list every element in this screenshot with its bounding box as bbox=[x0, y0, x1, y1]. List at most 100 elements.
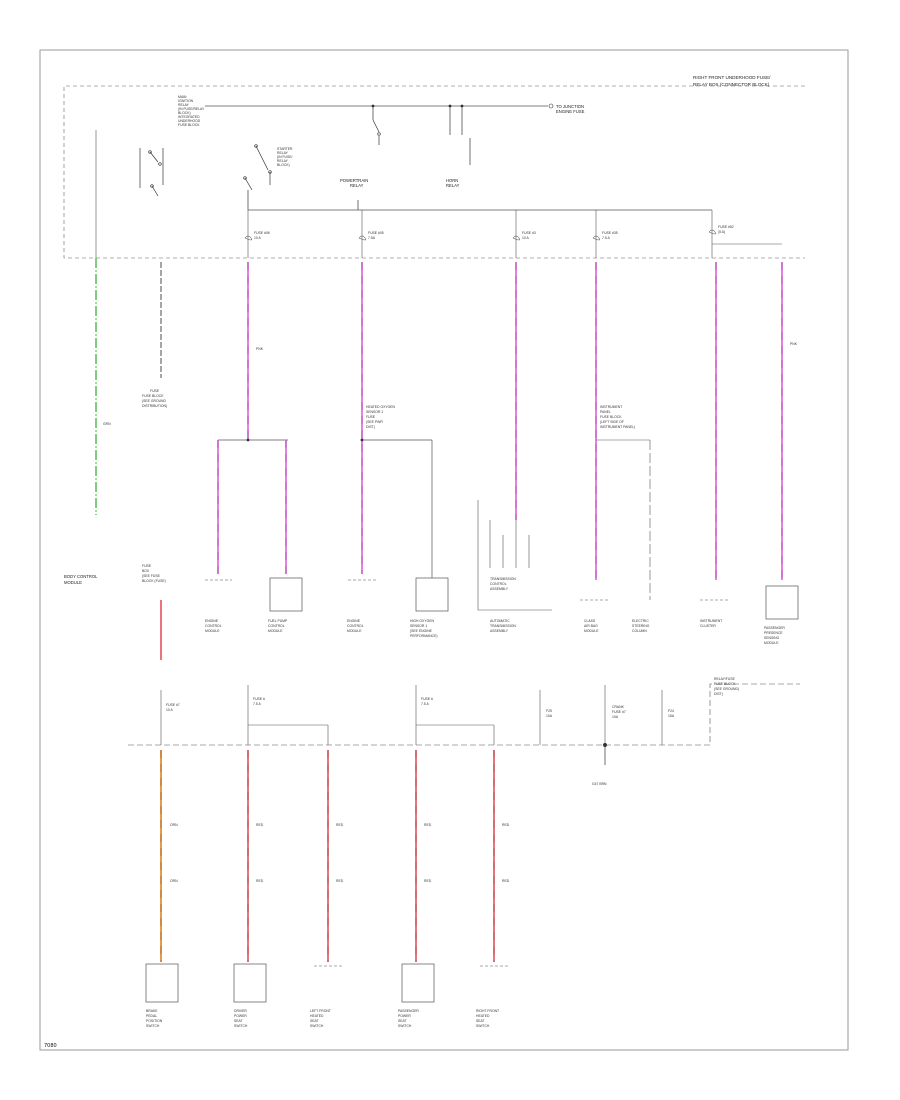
fuse-1-label-1: FUSE #06 bbox=[254, 231, 270, 235]
svg-text:MAIN: MAIN bbox=[178, 95, 187, 99]
bus-terminal-right bbox=[548, 103, 554, 109]
fuse-drop-1 bbox=[244, 210, 253, 258]
wire-pink-fuse-1: PNK bbox=[217, 262, 288, 574]
powertrain-relay bbox=[357, 106, 381, 210]
svg-text:RELAY/FUSE: RELAY/FUSE bbox=[714, 677, 736, 681]
svg-text:BRAKE: BRAKE bbox=[146, 1009, 158, 1013]
underhood-fuse-block-boundary bbox=[63, 85, 805, 259]
svg-text:POSITION: POSITION bbox=[146, 1019, 163, 1023]
svg-text:FUSE #7: FUSE #7 bbox=[166, 703, 180, 707]
ground-label: G47 BRN bbox=[592, 782, 607, 786]
svg-text:CONTROL: CONTROL bbox=[205, 624, 222, 628]
svg-text:MODULE: MODULE bbox=[347, 629, 362, 633]
svg-text:10 A: 10 A bbox=[166, 708, 174, 712]
svg-text:DRIVER: DRIVER bbox=[234, 1009, 247, 1013]
svg-text:RED: RED bbox=[424, 823, 432, 827]
fuse-drop-3 bbox=[512, 210, 521, 258]
starter-relay-label: STARTER RELAY (IN FUSE/ RELAY BLOCK) bbox=[277, 147, 293, 167]
svg-text:MODULE: MODULE bbox=[64, 580, 82, 585]
transmission-label: TRANSMISSION CONTROL ASSEMBLY bbox=[490, 577, 516, 591]
svg-text:TRANSMISSION: TRANSMISSION bbox=[490, 624, 516, 628]
svg-text:LEFT FRONT: LEFT FRONT bbox=[310, 1009, 331, 1013]
svg-text:HEATED OXYGEN: HEATED OXYGEN bbox=[366, 405, 396, 409]
svg-text:RED: RED bbox=[502, 879, 510, 883]
diagram-frame bbox=[39, 49, 849, 1051]
svg-text:SEAT: SEAT bbox=[310, 1019, 319, 1023]
component-fuel-pump-module: FUEL PUMP CONTROL MODULE bbox=[268, 577, 303, 633]
svg-text:RED: RED bbox=[336, 879, 344, 883]
lower-fuse-2: FUSE # 7.5 A bbox=[247, 685, 329, 745]
svg-text:BOX: BOX bbox=[142, 569, 150, 573]
footer-code: 7080 bbox=[44, 1043, 57, 1049]
svg-text:HIGH OXYGEN: HIGH OXYGEN bbox=[410, 619, 434, 623]
svg-text:(IN FUSE/: (IN FUSE/ bbox=[277, 155, 293, 159]
wire-red-1: RED RED bbox=[247, 750, 264, 962]
svg-text:F24: F24 bbox=[668, 709, 674, 713]
svg-text:SENSOR 1: SENSOR 1 bbox=[410, 624, 427, 628]
svg-text:PERFORMANCE): PERFORMANCE) bbox=[410, 634, 438, 638]
component-airbag-module: CLASS AIR BAG MODULE bbox=[580, 599, 608, 633]
svg-text:ORN: ORN bbox=[170, 879, 178, 883]
svg-text:TRANSMISSION: TRANSMISSION bbox=[490, 577, 516, 581]
component-transmission: AUTOMATIC TRANSMISSION ASSEMBLY bbox=[490, 619, 516, 633]
svg-text:SENSOR 1: SENSOR 1 bbox=[366, 410, 383, 414]
svg-text:ENGINE: ENGINE bbox=[347, 619, 361, 623]
component-left-heated-seat: LEFT FRONT HEATED SEAT SWITCH bbox=[310, 965, 342, 1028]
fuse-4-label-1: FUSE #35 bbox=[602, 231, 618, 235]
relay-switch-mid bbox=[243, 144, 272, 210]
svg-text:RELAY: RELAY bbox=[277, 151, 289, 155]
svg-text:BLOCK): BLOCK) bbox=[178, 111, 191, 115]
header-title-2: RELAY BOX (CONNECTOR BLOCK) bbox=[693, 82, 770, 87]
to-junction-label-2: ENGINE FUSE bbox=[556, 109, 585, 114]
svg-text:MODULE: MODULE bbox=[268, 629, 283, 633]
svg-text:SWITCH: SWITCH bbox=[476, 1024, 490, 1028]
svg-text:SWITCH: SWITCH bbox=[146, 1024, 160, 1028]
svg-text:RED: RED bbox=[336, 823, 344, 827]
fuse-2-label-1: FUSE #05 bbox=[368, 231, 384, 235]
svg-text:10A: 10A bbox=[546, 714, 553, 718]
lower-fuse-4: F25 10A bbox=[539, 690, 553, 745]
svg-text:CONTROL: CONTROL bbox=[347, 624, 364, 628]
svg-text:BLOCK): BLOCK) bbox=[277, 163, 290, 167]
svg-text:FUSE #: FUSE # bbox=[421, 697, 433, 701]
svg-text:CRANK: CRANK bbox=[612, 705, 625, 709]
relay-switch-left bbox=[139, 148, 164, 197]
fuse-5-label-2: (5 A) bbox=[718, 230, 725, 234]
body-control-module-label: BODY CONTROL MODULE bbox=[64, 574, 98, 585]
svg-text:STARTER: STARTER bbox=[277, 147, 293, 151]
svg-text:AIR BAG: AIR BAG bbox=[584, 624, 598, 628]
svg-text:ORN: ORN bbox=[170, 823, 178, 827]
fuse-drop-4 bbox=[592, 210, 601, 258]
svg-text:15A: 15A bbox=[668, 714, 675, 718]
svg-text:BLOCK (FUSE): BLOCK (FUSE) bbox=[142, 579, 166, 583]
lower-fuse-5: CRANK FUSE #7 10A bbox=[604, 685, 626, 745]
fuse-3-label-1: FUSE #3 bbox=[522, 231, 536, 235]
svg-text:ELECTRIC: ELECTRIC bbox=[632, 619, 649, 623]
svg-text:FUSE: FUSE bbox=[366, 415, 376, 419]
svg-text:INSTRUMENT: INSTRUMENT bbox=[600, 405, 622, 409]
transmission-assembly-bracket bbox=[477, 500, 552, 611]
horn-relay-label-1: HORN bbox=[446, 178, 458, 183]
svg-text:(LEFT SIDE OF: (LEFT SIDE OF bbox=[600, 420, 624, 424]
wire-gray: FUSE FUSE BLOCK (SEE GROUND DISTRIBUTION… bbox=[142, 262, 167, 408]
svg-text:RED: RED bbox=[256, 879, 264, 883]
fuse-4-label-2: 7.5 A bbox=[602, 236, 610, 240]
svg-text:GRN: GRN bbox=[103, 422, 111, 426]
svg-text:SEAT: SEAT bbox=[476, 1019, 485, 1023]
component-ecm-2: ENGINE CONTROL MODULE bbox=[347, 579, 376, 633]
svg-text:RELAY: RELAY bbox=[178, 103, 190, 107]
fuse-1-label-2: 10 A bbox=[254, 236, 262, 240]
right-relay-label: RELAY/FUSE FUSE BLOCK (SEE GROUND) DIST) bbox=[714, 677, 739, 696]
svg-text:RELAY: RELAY bbox=[277, 159, 289, 163]
fuse-2-label-2: 7.5A bbox=[368, 236, 376, 240]
svg-text:PNK: PNK bbox=[790, 342, 798, 346]
component-passenger-seat-switch: PASSENGER POWER SEAT SWITCH bbox=[398, 963, 435, 1028]
svg-text:ASSEMBLY: ASSEMBLY bbox=[490, 587, 509, 591]
svg-text:F25: F25 bbox=[546, 709, 552, 713]
svg-text:INSTRUMENT: INSTRUMENT bbox=[700, 619, 722, 623]
svg-text:SENSING: SENSING bbox=[764, 636, 780, 640]
svg-text:FUEL PUMP: FUEL PUMP bbox=[268, 619, 288, 623]
wire-pink-fuse-2 bbox=[360, 262, 433, 578]
svg-text:CLASS: CLASS bbox=[584, 619, 596, 623]
svg-text:PEDAL: PEDAL bbox=[146, 1014, 157, 1018]
